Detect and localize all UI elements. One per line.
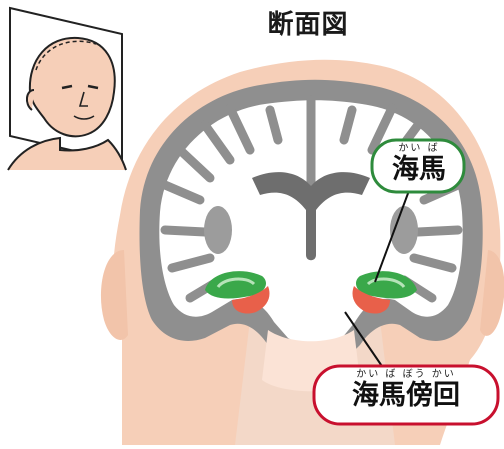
hippocampus-text: 海馬 xyxy=(376,155,462,185)
hippocampus-label: かい ば 海馬 xyxy=(376,143,462,185)
insula-left xyxy=(204,206,232,254)
left-ear xyxy=(101,250,128,340)
parahippocampal-text: 海馬傍回 xyxy=(318,381,494,411)
diagram-title: 断面図 xyxy=(248,4,368,41)
inset-face-illustration xyxy=(8,8,126,170)
parahippocampal-label: かい ば ぼう かい 海馬傍回 xyxy=(318,369,494,411)
